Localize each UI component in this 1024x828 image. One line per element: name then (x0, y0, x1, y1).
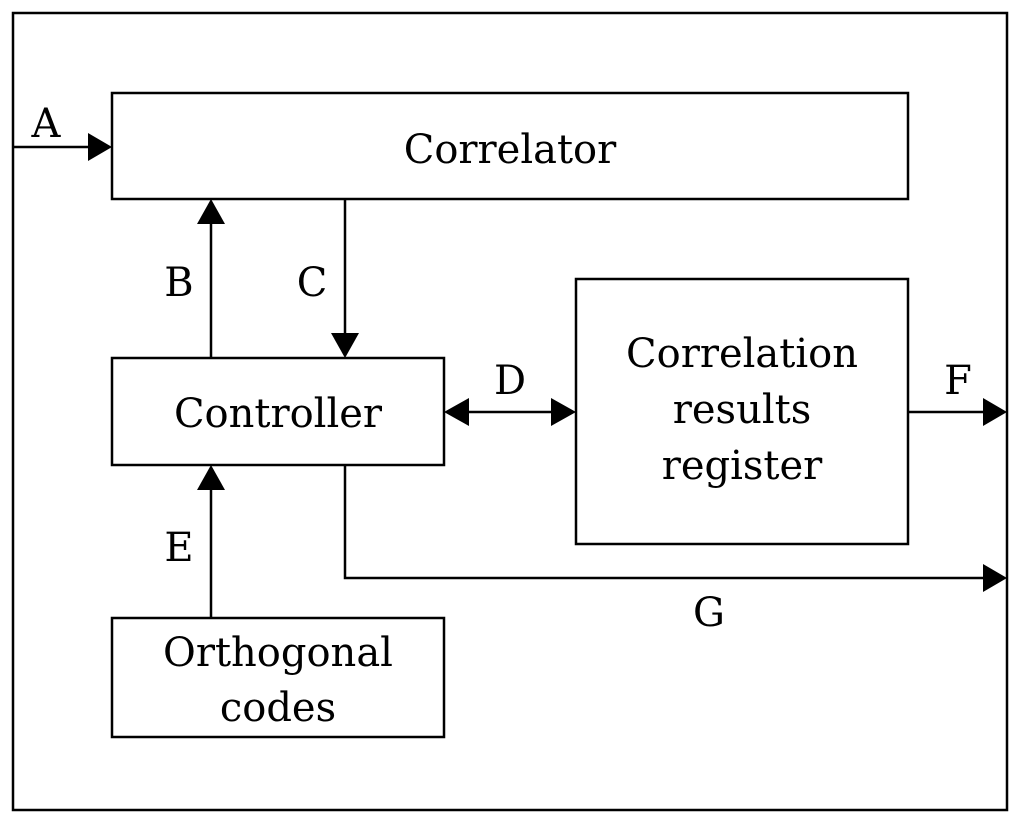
arrow-g: G (343, 465, 1007, 636)
arrow-a: A (13, 101, 112, 161)
results-register-label-line-3: register (662, 443, 823, 489)
controller-box (110, 356, 446, 467)
arrow-a-head (88, 133, 112, 161)
arrow-f: F (908, 358, 1007, 426)
arrow-e-head (197, 465, 225, 490)
arrow-g-head (983, 564, 1007, 592)
arrow-g-line (343, 465, 985, 580)
results-register-label-line-2: results (673, 387, 811, 433)
signal-label-f: F (944, 358, 972, 404)
arrow-d: D (444, 358, 576, 426)
arrow-b-head (197, 199, 225, 224)
orthogonal-codes-label-line-2: codes (220, 685, 336, 731)
signal-label-c: C (297, 260, 328, 306)
signal-label-g: G (693, 590, 725, 636)
results-register-block: Correlation results register (574, 277, 910, 546)
outer-frame (11, 11, 1009, 812)
correlator-label: Correlator (404, 127, 617, 173)
arrow-c: C (297, 199, 359, 358)
arrow-d-head-left (444, 398, 469, 426)
arrow-f-head (983, 398, 1007, 426)
signal-label-d: D (494, 358, 526, 404)
arrow-c-head (331, 333, 359, 358)
arrow-e: E (164, 465, 225, 618)
orthogonal-codes-label-line-1: Orthogonal (163, 630, 393, 676)
controller-label: Controller (174, 391, 383, 437)
signal-label-b: B (164, 260, 193, 306)
arrow-b: B (164, 199, 225, 358)
controller-block: Controller (110, 356, 446, 467)
arrow-d-head-right (551, 398, 576, 426)
correlator-block: Correlator (110, 91, 910, 201)
signal-label-a: A (31, 101, 62, 147)
signal-label-e: E (164, 525, 193, 571)
orthogonal-codes-box (110, 616, 446, 739)
correlator-box (110, 91, 910, 201)
orthogonal-codes-block: Orthogonal codes (110, 616, 446, 739)
results-register-label-line-1: Correlation (626, 331, 858, 377)
